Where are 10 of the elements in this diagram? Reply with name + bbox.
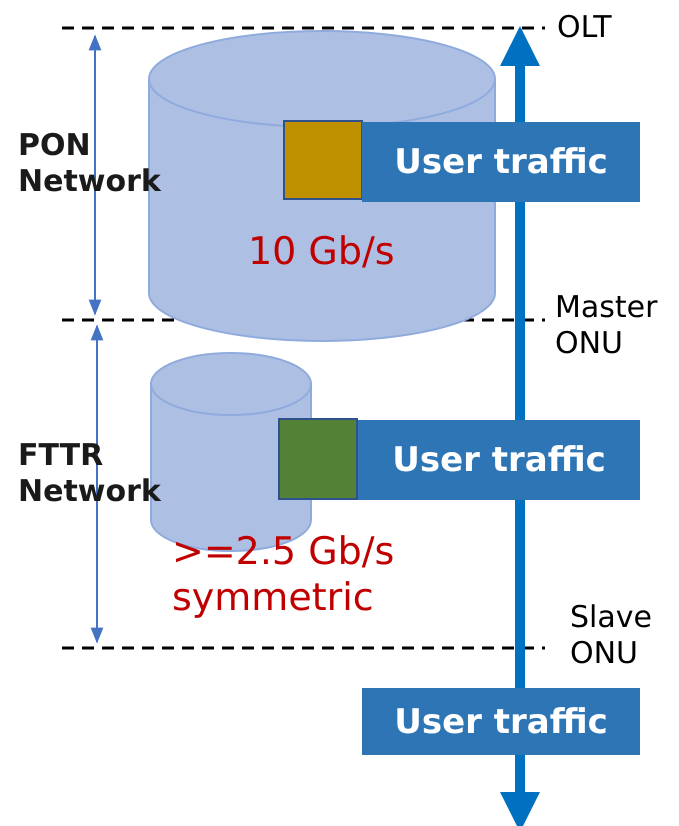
bandwidth-label: >=2.5 Gb/s symmetric	[172, 528, 396, 620]
traffic-bar: User traffic	[362, 122, 640, 202]
square-block	[283, 120, 363, 200]
level-label: Master ONU	[555, 290, 658, 362]
bandwidth-label: 10 Gb/s	[248, 228, 395, 274]
level-label: Slave ONU	[570, 600, 653, 672]
traffic-bar: User traffic	[362, 688, 640, 755]
square-block	[278, 418, 358, 500]
level-label: OLT	[557, 10, 613, 46]
traffic-bar: User traffic	[358, 420, 640, 500]
